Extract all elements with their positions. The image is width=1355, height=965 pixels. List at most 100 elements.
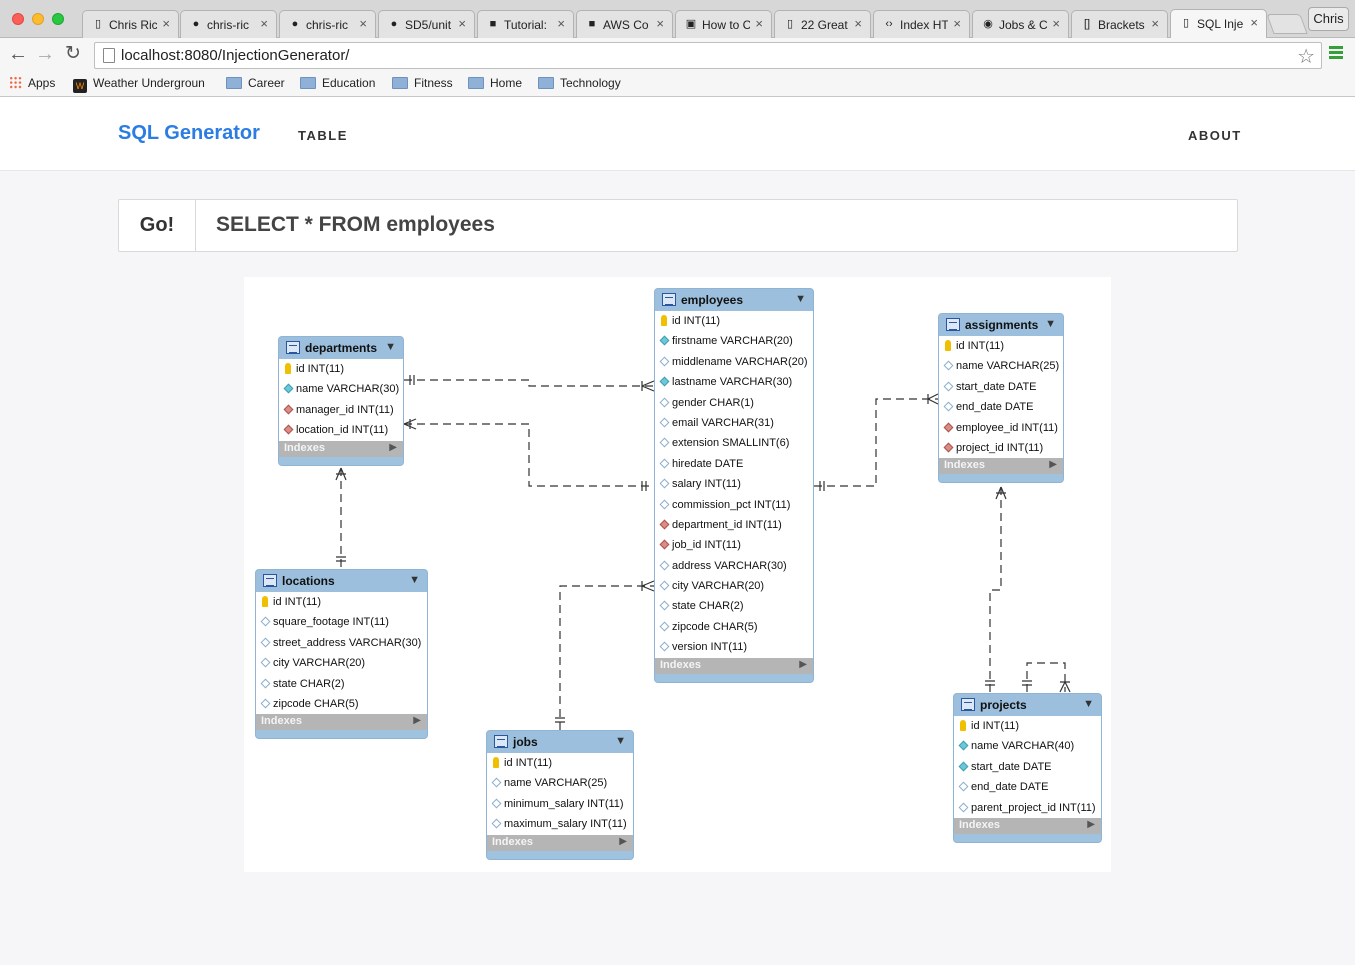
browser-tab[interactable]: ▣How to C× <box>675 10 772 38</box>
column-row[interactable]: id INT(11) <box>655 311 813 331</box>
close-icon[interactable]: × <box>557 16 565 31</box>
collapse-arrow-icon[interactable]: ▼ <box>795 293 806 305</box>
column-row[interactable]: start_date DATE <box>954 757 1101 777</box>
browser-tab[interactable]: ▯22 Great× <box>774 10 871 38</box>
close-icon[interactable]: × <box>1250 15 1258 30</box>
close-icon[interactable]: × <box>359 16 367 31</box>
column-row[interactable]: zipcode CHAR(5) <box>256 694 427 714</box>
column-row[interactable]: id INT(11) <box>279 359 403 379</box>
column-row[interactable]: salary INT(11) <box>655 474 813 494</box>
indexes-row[interactable]: Indexes▶ <box>954 817 1101 834</box>
collapse-arrow-icon[interactable]: ▼ <box>615 735 626 747</box>
column-row[interactable]: address VARCHAR(30) <box>655 556 813 576</box>
browser-tab[interactable]: []Brackets× <box>1071 10 1168 38</box>
column-row[interactable]: city VARCHAR(20) <box>655 576 813 596</box>
column-row[interactable]: middlename VARCHAR(20) <box>655 352 813 372</box>
browser-tab[interactable]: ●chris-ric× <box>180 10 277 38</box>
browser-tab[interactable]: ▯Chris Ric× <box>82 10 179 38</box>
browser-tab[interactable]: ■Tutorial:× <box>477 10 574 38</box>
column-row[interactable]: id INT(11) <box>954 716 1101 736</box>
close-icon[interactable]: × <box>755 16 763 31</box>
column-row[interactable]: name VARCHAR(40) <box>954 736 1101 756</box>
table-header[interactable]: employees▼ <box>655 289 813 311</box>
close-icon[interactable]: × <box>458 16 466 31</box>
table-header[interactable]: assignments▼ <box>939 314 1063 336</box>
window-close-button[interactable] <box>12 13 24 25</box>
column-row[interactable]: id INT(11) <box>939 336 1063 356</box>
column-row[interactable]: department_id INT(11) <box>655 515 813 535</box>
browser-tab[interactable]: ▯SQL Inje× <box>1170 9 1267 39</box>
column-row[interactable]: id INT(11) <box>487 753 633 773</box>
column-row[interactable]: street_address VARCHAR(30) <box>256 633 427 653</box>
back-arrow-icon[interactable]: ← <box>8 43 28 65</box>
column-row[interactable]: location_id INT(11) <box>279 420 403 440</box>
browser-tab[interactable]: ◉Jobs & C× <box>972 10 1069 38</box>
column-row[interactable]: hiredate DATE <box>655 454 813 474</box>
table-assignments[interactable]: assignments▼ id INT(11)name VARCHAR(25)s… <box>938 313 1064 484</box>
bookmark-folder-fitness[interactable]: Fitness <box>392 76 453 90</box>
profile-button[interactable]: Chris <box>1308 7 1349 31</box>
go-button[interactable]: Go! <box>119 200 196 251</box>
bookmark-folder-home[interactable]: Home <box>468 76 522 90</box>
column-row[interactable]: email VARCHAR(31) <box>655 413 813 433</box>
column-row[interactable]: parent_project_id INT(11) <box>954 798 1101 818</box>
column-row[interactable]: id INT(11) <box>256 592 427 612</box>
bookmark-folder-career[interactable]: Career <box>226 76 285 90</box>
column-row[interactable]: state CHAR(2) <box>655 596 813 616</box>
column-row[interactable]: gender CHAR(1) <box>655 393 813 413</box>
indexes-row[interactable]: Indexes▶ <box>279 440 403 457</box>
column-row[interactable]: end_date DATE <box>954 777 1101 797</box>
forward-arrow-icon[interactable]: → <box>35 43 55 65</box>
column-row[interactable]: maximum_salary INT(11) <box>487 814 633 834</box>
table-header[interactable]: locations▼ <box>256 570 427 592</box>
column-row[interactable]: square_footage INT(11) <box>256 612 427 632</box>
close-icon[interactable]: × <box>854 16 862 31</box>
indexes-row[interactable]: Indexes▶ <box>256 714 427 731</box>
column-row[interactable]: version INT(11) <box>655 637 813 657</box>
column-row[interactable]: name VARCHAR(25) <box>487 773 633 793</box>
bookmark-folder-technology[interactable]: Technology <box>538 76 621 90</box>
indexes-row[interactable]: Indexes▶ <box>487 834 633 851</box>
collapse-arrow-icon[interactable]: ▼ <box>385 341 396 353</box>
reload-icon[interactable]: ↻ <box>65 43 81 64</box>
browser-tab[interactable]: ■AWS Co× <box>576 10 673 38</box>
close-icon[interactable]: × <box>656 16 664 31</box>
column-row[interactable]: job_id INT(11) <box>655 535 813 555</box>
column-row[interactable]: minimum_salary INT(11) <box>487 794 633 814</box>
column-row[interactable]: project_id INT(11) <box>939 438 1063 458</box>
column-row[interactable]: name VARCHAR(30) <box>279 379 403 399</box>
nav-about-link[interactable]: ABOUT <box>1188 128 1242 143</box>
collapse-arrow-icon[interactable]: ▼ <box>409 574 420 586</box>
table-header[interactable]: departments▼ <box>279 337 403 359</box>
table-departments[interactable]: departments▼ id INT(11)name VARCHAR(30)m… <box>278 336 404 466</box>
collapse-arrow-icon[interactable]: ▼ <box>1045 318 1056 330</box>
collapse-arrow-icon[interactable]: ▼ <box>1083 698 1094 710</box>
table-header[interactable]: jobs▼ <box>487 731 633 753</box>
column-row[interactable]: name VARCHAR(25) <box>939 356 1063 376</box>
column-row[interactable]: commission_pct INT(11) <box>655 495 813 515</box>
hamburger-menu-icon[interactable] <box>1329 46 1343 60</box>
table-locations[interactable]: locations▼ id INT(11)square_footage INT(… <box>255 569 428 740</box>
column-row[interactable]: extension SMALLINT(6) <box>655 433 813 453</box>
column-row[interactable]: zipcode CHAR(5) <box>655 617 813 637</box>
brand-logo[interactable]: SQL Generator <box>118 122 260 144</box>
browser-tab[interactable]: ‹›Index HT× <box>873 10 970 38</box>
column-row[interactable]: manager_id INT(11) <box>279 400 403 420</box>
column-row[interactable]: lastname VARCHAR(30) <box>655 372 813 392</box>
indexes-row[interactable]: Indexes▶ <box>655 657 813 674</box>
column-row[interactable]: end_date DATE <box>939 397 1063 417</box>
indexes-row[interactable]: Indexes▶ <box>939 458 1063 475</box>
table-projects[interactable]: projects▼ id INT(11)name VARCHAR(40)star… <box>953 693 1102 843</box>
window-zoom-button[interactable] <box>52 13 64 25</box>
browser-tab[interactable]: ●SD5/unit× <box>378 10 475 38</box>
table-employees[interactable]: employees▼ id INT(11)firstname VARCHAR(2… <box>654 288 814 683</box>
close-icon[interactable]: × <box>953 16 961 31</box>
table-jobs[interactable]: jobs▼ id INT(11)name VARCHAR(25)minimum_… <box>486 730 634 860</box>
bookmark-star-icon[interactable]: ☆ <box>1297 46 1315 68</box>
new-tab-button[interactable] <box>1266 14 1308 34</box>
close-icon[interactable]: × <box>260 16 268 31</box>
bookmark-folder-education[interactable]: Education <box>300 76 375 90</box>
window-minimize-button[interactable] <box>32 13 44 25</box>
query-input[interactable]: SELECT * FROM employees <box>216 213 495 236</box>
